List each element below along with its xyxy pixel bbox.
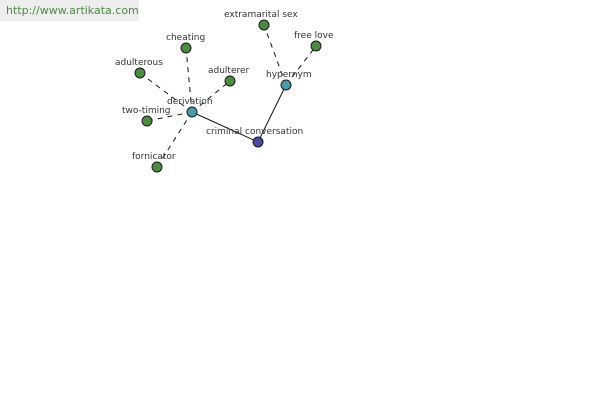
node-label-fornicator[interactable]: fornicator (132, 152, 176, 162)
node-circle-adulterer[interactable] (224, 75, 236, 87)
edge-derivation-to-adulterous (139, 72, 193, 113)
node-derivation[interactable]: derivation (167, 97, 213, 118)
node-label-criminal-conversation[interactable]: criminal conversation (206, 127, 303, 137)
node-adulterer[interactable]: adulterer (208, 66, 250, 87)
edge-derivation-to-cheating (185, 47, 193, 113)
node-circle-free-love[interactable] (310, 40, 322, 52)
node-label-cheating[interactable]: cheating (166, 33, 205, 43)
node-circle-extramarital-sex[interactable] (258, 19, 270, 31)
node-two-timing[interactable]: two-timing (122, 106, 171, 127)
node-circle-fornicator[interactable] (151, 161, 163, 173)
node-adulterous[interactable]: adulterous (115, 58, 163, 79)
node-circle-cheating[interactable] (180, 42, 192, 54)
edge-criminal-conversation-to-hypernym (257, 84, 287, 143)
graph-nodes: criminal conversation derivation hypernym e… (115, 10, 334, 173)
node-label-extramarital-sex[interactable]: extramarital sex (224, 10, 298, 20)
node-circle-hypernym[interactable] (280, 79, 292, 91)
node-circle-derivation[interactable] (186, 106, 198, 118)
node-circle-two-timing[interactable] (141, 115, 153, 127)
node-circle-criminal-conversation[interactable] (252, 136, 264, 148)
node-label-derivation[interactable]: derivation (167, 97, 213, 107)
node-fornicator[interactable]: fornicator (132, 152, 176, 173)
node-free-love[interactable]: free love (294, 31, 334, 52)
edge-derivation-to-adulterer (191, 80, 231, 113)
node-label-adulterous[interactable]: adulterous (115, 58, 163, 68)
node-cheating[interactable]: cheating (166, 33, 205, 54)
graph-edges (139, 24, 317, 168)
edge-hypernym-to-free-love (285, 45, 317, 86)
edge-derivation-to-two-timing (146, 111, 193, 122)
node-label-hypernym[interactable]: hypernym (266, 70, 312, 80)
node-label-free-love[interactable]: free love (294, 31, 334, 41)
node-circle-adulterous[interactable] (134, 67, 146, 79)
edge-derivation-to-fornicator (156, 111, 193, 168)
node-hypernym[interactable]: hypernym (266, 70, 312, 91)
edge-criminal-conversation-to-derivation (191, 111, 259, 143)
site-url-banner[interactable]: http://www.artikata.com (0, 0, 139, 21)
node-label-adulterer[interactable]: adulterer (208, 66, 250, 76)
node-extramarital-sex[interactable]: extramarital sex (224, 10, 298, 31)
node-label-two-timing[interactable]: two-timing (122, 106, 171, 116)
node-criminal-conversation[interactable]: criminal conversation (206, 127, 303, 148)
edge-hypernym-to-extramarital-sex (263, 24, 287, 86)
